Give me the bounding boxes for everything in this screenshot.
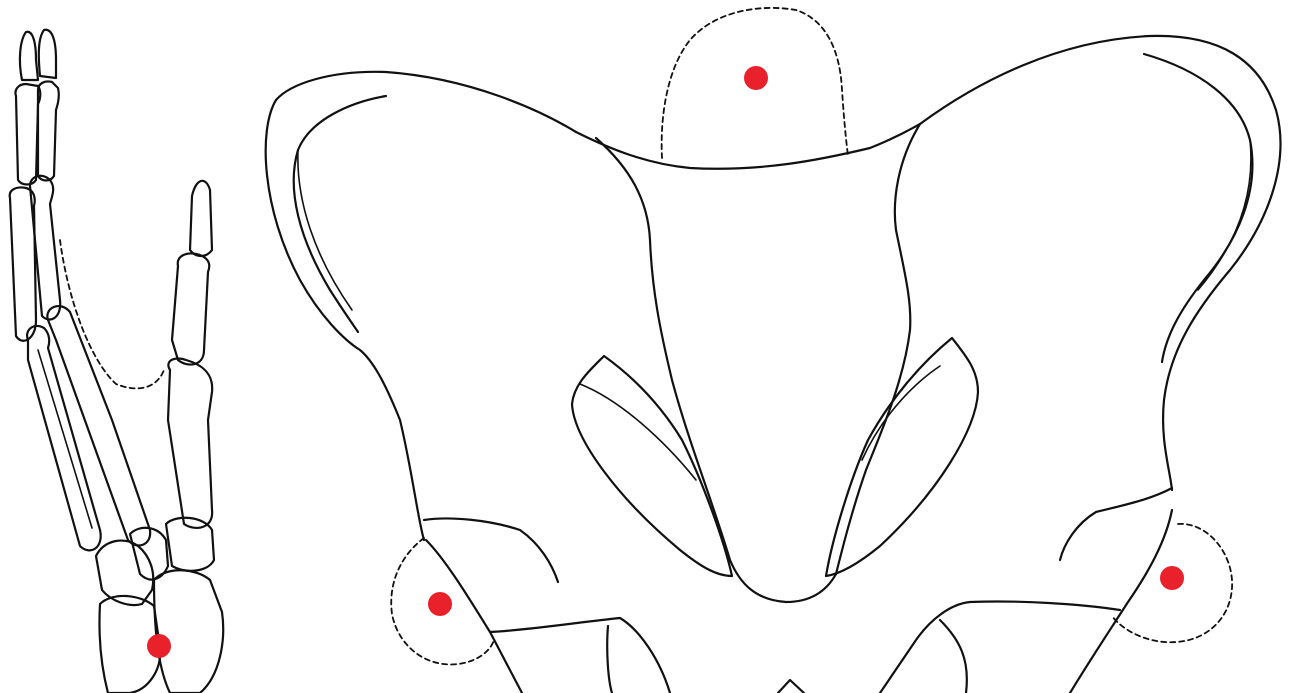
right-acetabulum-rim [1070, 510, 1172, 693]
left-acetabulum-rim [426, 540, 522, 693]
finger-middle-phalanx [15, 84, 40, 185]
sacrum-left-edge [596, 138, 836, 602]
thumb-metacarpal [168, 358, 212, 527]
thumb-proximal-phalanx [172, 254, 209, 365]
thumb-distal-phalanx [190, 181, 212, 256]
left-obturator [607, 626, 612, 693]
soft-tissue-outline [60, 240, 164, 388]
right-ilium-outline [920, 36, 1280, 490]
finger-distal-phalanx [20, 32, 38, 80]
sacrum-top [576, 124, 920, 169]
right-sacral-foramen-inner [862, 366, 940, 460]
marker-dot-right-hip [1160, 566, 1184, 590]
marker-dot-hand [147, 634, 171, 658]
sacrum-right-edge [836, 124, 920, 574]
left-iliac-crest [294, 96, 386, 332]
left-sacral-foramen [572, 356, 732, 576]
left-sacral-foramen-inner [580, 384, 696, 480]
hand-skeleton [10, 30, 223, 693]
right-acetabulum [1060, 488, 1172, 560]
right-obturator [940, 620, 967, 693]
carpal-bone [154, 570, 223, 693]
finger-distal-phalanx [39, 30, 56, 78]
marker-group [147, 66, 1184, 658]
pelvis [266, 8, 1281, 693]
metacarpal-bone [38, 350, 92, 528]
coccyx [778, 680, 804, 693]
metacarpal-bone [47, 306, 150, 545]
left-iliac-crest [298, 150, 352, 310]
marker-dot-left-hip [428, 592, 452, 616]
right-pubis [880, 601, 1120, 693]
left-ilium-outline [266, 72, 576, 540]
marker-dot-sacrum [744, 66, 768, 90]
right-iliac-crest [1144, 54, 1252, 362]
left-acetabulum [424, 518, 558, 582]
